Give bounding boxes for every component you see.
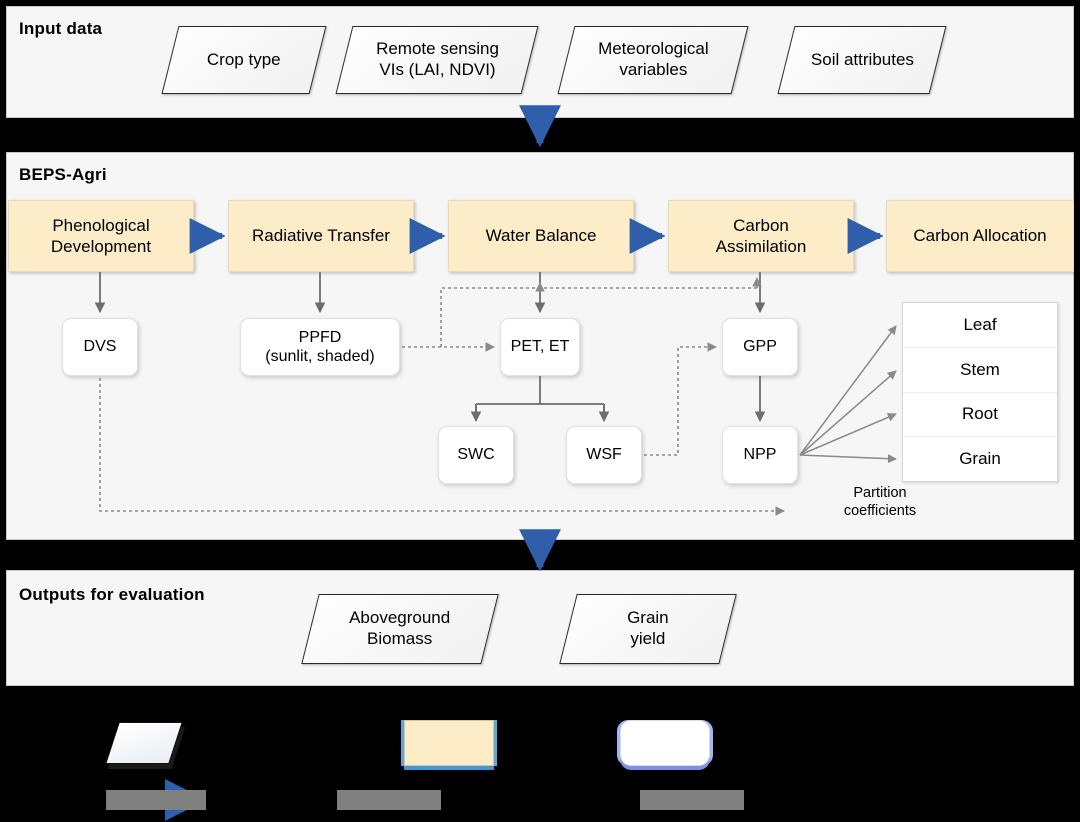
state-swc-label: SWC	[457, 446, 495, 464]
outputs-title: Outputs for evaluation	[19, 585, 205, 604]
partition-table: Leaf Stem Root Grain	[902, 302, 1058, 482]
state-swc[interactable]: SWC	[438, 426, 514, 484]
state-wsf-label: WSF	[586, 446, 622, 464]
partition-row-root-label: Root	[962, 404, 998, 424]
input-data-title: Input data	[19, 19, 103, 38]
legend-label-2-redacted	[337, 790, 441, 810]
process-radiative-transfer-label: Radiative Transfer	[252, 226, 390, 246]
output-node-grain-yield[interactable]: Grain yield	[559, 594, 737, 664]
input-node-soil-attributes-label: Soil attributes	[810, 49, 914, 69]
state-wsf[interactable]: WSF	[566, 426, 642, 484]
input-node-remote-sensing[interactable]: Remote sensing VIs (LAI, NDVI)	[335, 26, 539, 94]
legend-shape-parallelogram	[105, 722, 183, 764]
process-phenological-development-line1: Phenological	[52, 215, 150, 235]
state-npp[interactable]: NPP	[722, 426, 798, 484]
process-phenological-development-line2: Development	[50, 237, 152, 256]
output-node-aboveground-biomass-line2: Biomass	[367, 629, 433, 648]
legend	[0, 690, 1080, 822]
input-node-soil-attributes[interactable]: Soil attributes	[777, 26, 947, 94]
input-node-meteorological-line1: Meteorological	[597, 39, 709, 59]
partition-caption-line2: coefficients	[843, 503, 917, 520]
state-ppfd-line1: PPFD	[298, 328, 342, 346]
outputs-panel: Outputs for evaluation	[6, 570, 1074, 686]
partition-row-grain-label: Grain	[959, 449, 1001, 469]
legend-label-3-redacted	[640, 790, 744, 810]
output-node-grain-yield-line1: Grain	[627, 608, 669, 628]
state-pet-et-label: PET, ET	[510, 338, 570, 356]
process-phenological-development[interactable]: Phenological Development	[8, 200, 194, 272]
state-ppfd-line2: (sunlit, shaded)	[265, 348, 375, 365]
process-carbon-assimilation-line1: Carbon	[733, 215, 789, 235]
table-row[interactable]: Root	[903, 393, 1057, 438]
input-node-meteorological-line2: variables	[618, 60, 688, 79]
legend-shape-process-box	[404, 720, 494, 766]
input-node-remote-sensing-line2: VIs (LAI, NDVI)	[378, 60, 496, 79]
input-node-meteorological[interactable]: Meteorological variables	[557, 26, 749, 94]
table-row[interactable]: Leaf	[903, 303, 1057, 348]
beps-agri-title: BEPS-Agri	[19, 165, 107, 184]
partition-row-stem-label: Stem	[960, 359, 1000, 379]
partition-caption-line1: Partition	[853, 485, 907, 501]
table-row[interactable]: Stem	[903, 348, 1057, 393]
output-node-aboveground-biomass[interactable]: Aboveground Biomass	[301, 594, 499, 664]
output-node-grain-yield-line2: yield	[630, 629, 666, 648]
output-node-aboveground-biomass-line1: Aboveground	[349, 608, 451, 628]
input-node-remote-sensing-line1: Remote sensing	[375, 39, 499, 59]
partition-row-leaf-label: Leaf	[963, 314, 997, 334]
state-pet-et[interactable]: PET, ET	[500, 318, 580, 376]
legend-shape-state-box	[620, 720, 710, 766]
process-carbon-allocation[interactable]: Carbon Allocation	[886, 200, 1074, 272]
process-water-balance[interactable]: Water Balance	[448, 200, 634, 272]
state-dvs[interactable]: DVS	[62, 318, 138, 376]
input-node-crop-type-label: Crop type	[207, 49, 281, 69]
state-npp-label: NPP	[743, 446, 777, 464]
table-row[interactable]: Grain	[903, 437, 1057, 481]
state-ppfd[interactable]: PPFD (sunlit, shaded)	[240, 318, 400, 376]
input-node-crop-type[interactable]: Crop type	[161, 26, 327, 94]
process-radiative-transfer[interactable]: Radiative Transfer	[228, 200, 414, 272]
state-gpp-label: GPP	[743, 338, 777, 356]
process-carbon-allocation-label: Carbon Allocation	[913, 226, 1047, 246]
state-dvs-label: DVS	[83, 338, 117, 356]
legend-label-1-redacted	[106, 790, 206, 810]
partition-coefficients-caption: Partition coefficients	[790, 484, 970, 520]
process-carbon-assimilation[interactable]: Carbon Assimilation	[668, 200, 854, 272]
process-water-balance-label: Water Balance	[485, 226, 597, 246]
process-carbon-assimilation-line2: Assimilation	[715, 237, 807, 256]
state-gpp[interactable]: GPP	[722, 318, 798, 376]
